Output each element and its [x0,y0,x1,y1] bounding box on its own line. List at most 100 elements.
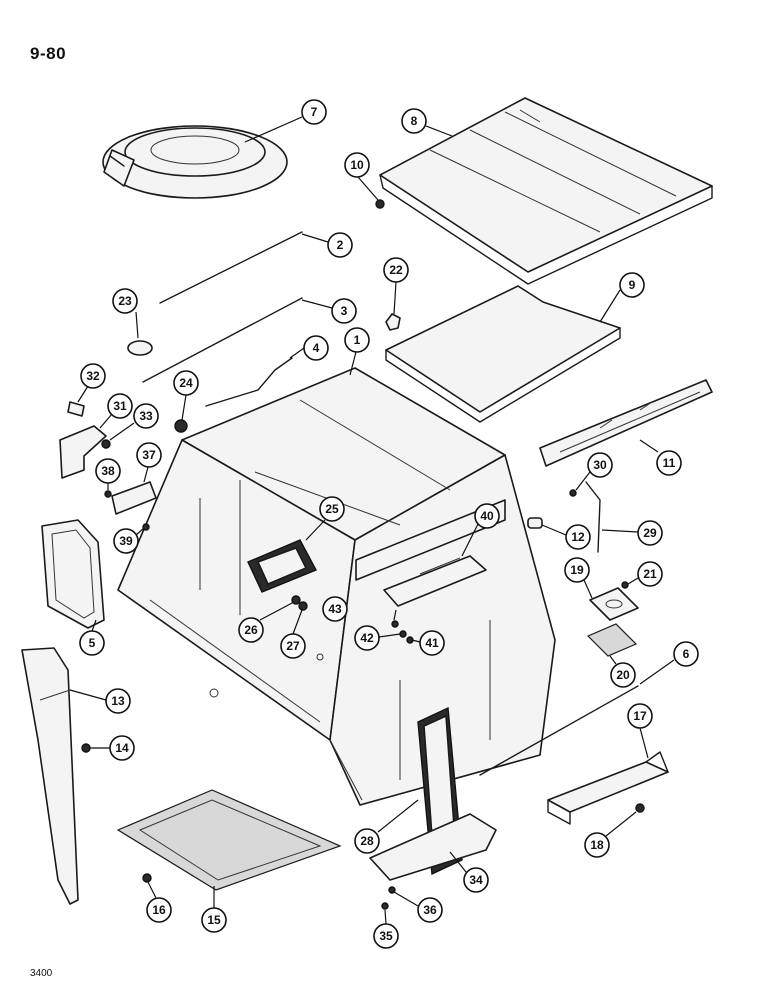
part-rod-29 [585,481,601,553]
callout: 20 [609,655,636,688]
callout-number: 40 [480,509,494,523]
callout-number: 27 [286,639,300,653]
part-nut-36 [388,886,396,894]
part-trim-panel-13 [21,647,79,905]
part-cab-frame [117,367,556,806]
callout-number: 36 [423,903,437,917]
part-bracket-17 [547,751,669,825]
callout-number: 31 [113,399,127,413]
part-screw-10 [375,199,385,209]
callout-number: 7 [311,105,318,119]
callout: 33 [109,403,159,441]
part-nut-33 [101,439,111,449]
callout-number: 33 [139,409,153,423]
part-grommet-24 [174,419,188,433]
callout: 30 [575,452,613,491]
callout-number: 19 [570,563,584,577]
callout-number: 35 [379,929,393,943]
callout: 31 [99,393,133,429]
callout: 13 [69,688,131,714]
callout: 32 [77,363,106,403]
callout-number: 34 [469,873,483,887]
part-bracket-40 [383,555,487,607]
callout: 41 [411,630,445,656]
part-fastener-42 [399,630,407,638]
callout-number: 16 [152,903,166,917]
callout-number: 3 [341,304,348,318]
callout-number: 2 [337,238,344,252]
callout-number: 12 [571,530,585,544]
callout: 7 [244,99,327,143]
part-bent-rod-4 [205,357,293,407]
drawing-reference: 3400 [30,968,53,979]
part-rod-2 [159,231,303,304]
callout-number: 20 [616,668,630,682]
callout: 22 [383,257,409,315]
callout: 26 [238,601,295,643]
callout: 6 [639,641,699,685]
callout: 15 [201,886,227,933]
part-headliner [385,285,621,423]
callout-number: 23 [118,294,132,308]
callout-number: 30 [593,458,607,472]
callout-number: 26 [244,623,258,637]
callout-number: 41 [425,636,439,650]
callouts: 7 8 10 2 22 9 23 3 4 1 24 32 31 33 37 38… [69,99,699,949]
callout-number: 42 [360,631,374,645]
callout: 35 [373,909,399,949]
callout-number: 8 [411,114,418,128]
part-window-seal-5 [41,519,105,629]
callout-number: 14 [115,741,129,755]
part-lamp-25 [247,539,317,593]
part-screw-21 [621,581,629,589]
callout: 42 [354,625,401,651]
callout: 10 [344,152,379,201]
callout: 18 [584,811,637,858]
callout: 14 [90,735,135,761]
part-fastener-18 [635,803,645,813]
callout-number: 13 [111,694,125,708]
part-bracket-31 [59,425,107,479]
callout-number: 17 [633,709,647,723]
part-plate-19 [589,587,639,621]
callout: 17 [627,703,653,759]
part-nut-39 [142,523,150,531]
callout-number: 4 [313,341,320,355]
callout-number: 25 [325,502,339,516]
callout-number: 32 [86,369,100,383]
part-floor-mat-15 [116,789,342,891]
part-bushing-12 [527,517,543,529]
callout: 28 [354,799,419,854]
callout-number: 18 [590,838,604,852]
callout: 11 [639,439,682,476]
callout: 12 [541,524,591,550]
part-seal-roll [102,125,288,199]
part-plate-37 [111,481,157,515]
part-fastener-16 [142,873,152,883]
page-number: 9-80 [30,44,67,63]
callout: 39 [113,527,145,554]
part-nut-22 [385,313,401,331]
callout-number: 5 [89,636,96,650]
callout: 43 [322,596,397,622]
part-washer-35 [381,902,389,910]
callout: 27 [280,609,306,659]
callout-number: 9 [629,278,636,292]
callout-number: 11 [663,456,676,470]
callout: 29 [601,520,663,546]
part-screw-30 [569,489,577,497]
callout-number: 24 [179,376,193,390]
callout: 40 [461,503,500,557]
part-roof-cover [379,97,713,285]
callout: 1 [344,327,370,376]
callout: 9 [599,272,645,323]
callout-number: 39 [119,534,133,548]
callout: 38 [95,458,121,490]
callout: 5 [79,619,105,656]
callout-number: 10 [350,158,364,172]
part-rod-6 [479,685,639,776]
callout: 24 [173,370,199,421]
callout: 25 [305,496,345,541]
callout: 3 [301,298,357,324]
